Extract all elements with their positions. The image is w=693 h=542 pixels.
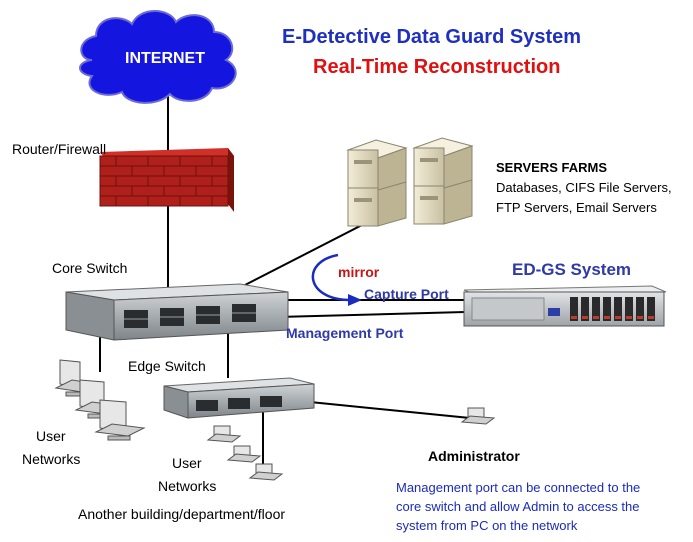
diagram-title: E-Detective Data Guard System (282, 26, 582, 48)
user-networks-mid-line1: User (172, 455, 202, 471)
administrator-label: Administrator (428, 448, 520, 464)
management-port-label: Management Port (286, 325, 404, 341)
admin-note-line2: core switch and allow Admin to access th… (396, 499, 640, 514)
another-building-label: Another building/department/floor (78, 506, 286, 522)
server-icon (346, 139, 408, 227)
internet-label: INTERNET (125, 50, 205, 67)
edge-switch-label: Edge Switch (128, 358, 206, 374)
computer-icon (226, 445, 262, 463)
servers-desc-line2: FTP Servers, Email Servers (496, 200, 657, 215)
mirror-arrow-icon (311, 253, 362, 306)
servers-desc-line1: Databases, CIFS File Servers, (496, 180, 672, 195)
servers-farms-label: SERVERS FARMS (496, 160, 608, 175)
router-firewall-label: Router/Firewall (12, 141, 107, 157)
computer-icon (94, 399, 146, 441)
admin-note-line3: system from PC on the network (396, 518, 578, 533)
diagram-subtitle: Real-Time Reconstruction (313, 56, 561, 78)
capture-port-label: Capture Port (364, 286, 449, 302)
edgs-system-label: ED-GS System (512, 260, 632, 279)
server-icon (412, 137, 474, 225)
user-networks-left-line2: Networks (22, 451, 81, 467)
core-switch-label: Core Switch (52, 260, 128, 276)
computer-icon (248, 463, 284, 481)
admin-note: Management port can be connected to the … (396, 478, 686, 535)
switch-icon (163, 377, 315, 419)
computer-icon (460, 407, 496, 425)
rack-server-icon (463, 285, 667, 327)
admin-note-line1: Management port can be connected to the (396, 480, 641, 495)
user-networks-mid-line2: Networks (158, 478, 217, 494)
user-networks-left-line1: User (36, 428, 66, 444)
firewall-icon (99, 148, 234, 212)
mirror-label: mirror (338, 264, 380, 280)
cloud-icon (79, 10, 237, 104)
computer-icon (206, 425, 242, 443)
switch-icon (65, 283, 289, 341)
